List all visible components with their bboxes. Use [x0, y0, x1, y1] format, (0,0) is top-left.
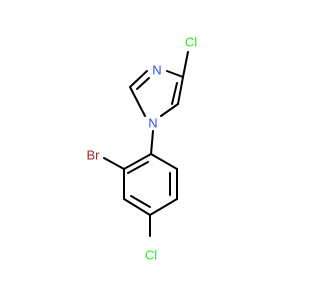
- bond-n1-c2: [129, 86, 146, 117]
- bond-ar-1: [123, 153, 152, 170]
- atom-cl-phenyl-label: Cl: [145, 248, 157, 263]
- bond-n1-c1prime: [150, 130, 154, 155]
- bond-c5-n1: [160, 103, 179, 117]
- atom-br-label: Br: [87, 148, 101, 163]
- bond-layer: [103, 51, 189, 237]
- bond-ar-4: [149, 198, 178, 216]
- bond-c4-c5-inner: [171, 82, 178, 105]
- bond-c4-c5-outer: [177, 76, 184, 105]
- atom-cl-imidazole-label: Cl: [185, 35, 197, 50]
- bond-c2prime-br: [103, 157, 125, 170]
- atom-n3-label: N: [152, 63, 161, 78]
- bond-c4-cl: [182, 51, 189, 78]
- molecule-diagram: N N Cl Br Cl: [87, 35, 198, 263]
- bond-ar-6: [150, 153, 178, 170]
- bond-ar-3: [123, 198, 151, 216]
- bond-ar-1-inner: [127, 161, 149, 174]
- bond-n3-c4: [166, 70, 184, 78]
- atom-label-layer: N N Cl Br Cl: [87, 35, 198, 263]
- atom-n1-label: N: [148, 116, 157, 131]
- bond-ar-3-inner: [130, 195, 151, 208]
- bond-c2-n3-outer: [129, 70, 148, 88]
- bond-c2-n3-inner: [136, 77, 150, 90]
